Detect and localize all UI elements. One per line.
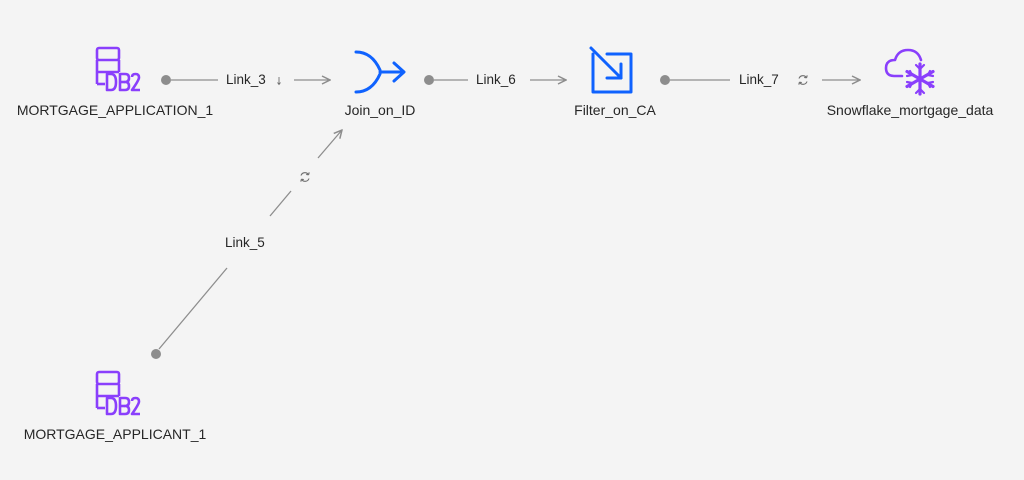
link-7-source-port[interactable] (660, 75, 670, 85)
link-3-connector[interactable] (161, 75, 330, 85)
link-3-sort-icon (277, 77, 281, 86)
link-5-refresh-icon (300, 172, 310, 182)
link-7-label[interactable]: Link_7 (739, 72, 779, 87)
filter-icon (583, 40, 647, 104)
join-icon (348, 40, 412, 104)
snowflake-cloud-icon (878, 40, 942, 104)
link-3-label[interactable]: Link_3 (226, 72, 266, 87)
node-filter-on-ca-label: Filter_on_CA (574, 102, 656, 118)
link-6-source-port[interactable] (424, 75, 434, 85)
link-5-source-port[interactable] (151, 349, 161, 359)
node-filter-on-ca[interactable]: Filter_on_CA (555, 40, 675, 118)
node-snowflake-mortgage-data-label: Snowflake_mortgage_data (826, 102, 994, 118)
node-snowflake-mortgage-data[interactable]: Snowflake_mortgage_data (810, 40, 1010, 118)
node-mortgage-applicant[interactable]: MORTGAGE_APPLICANT_1 (10, 364, 220, 442)
node-join-on-id[interactable]: Join_on_ID (320, 40, 440, 118)
link-7-refresh-icon (798, 75, 808, 85)
db2-icon (83, 40, 147, 104)
db2-icon (83, 364, 147, 428)
link-6-connector[interactable] (424, 75, 566, 85)
node-mortgage-application[interactable]: MORTGAGE_APPLICATION_1 (10, 40, 220, 118)
link-5-label[interactable]: Link_5 (225, 235, 265, 250)
node-join-on-id-label: Join_on_ID (344, 102, 416, 118)
link-7-connector[interactable] (660, 75, 860, 85)
link-5-connector[interactable] (151, 130, 342, 359)
node-mortgage-applicant-label: MORTGAGE_APPLICANT_1 (23, 426, 207, 442)
link-3-source-port[interactable] (161, 75, 171, 85)
link-6-label[interactable]: Link_6 (476, 72, 516, 87)
node-mortgage-application-label: MORTGAGE_APPLICATION_1 (16, 102, 214, 118)
